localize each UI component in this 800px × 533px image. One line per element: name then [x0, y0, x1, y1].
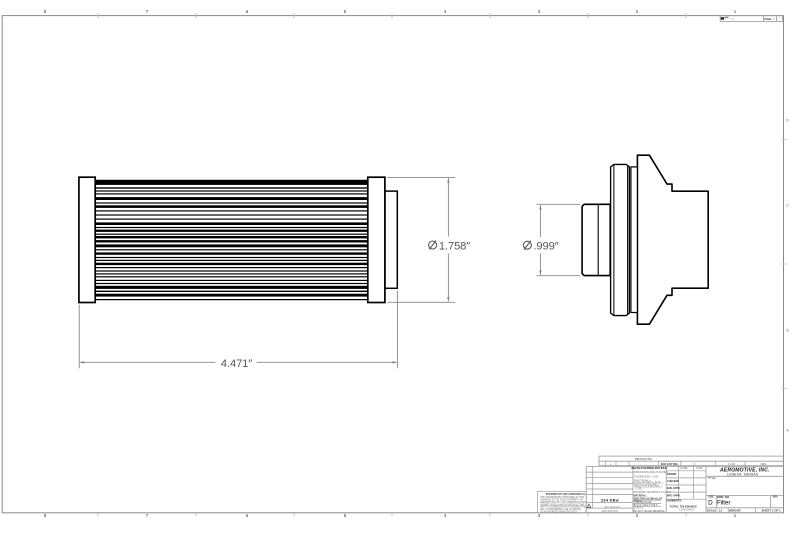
svg-text:WEIGHT:: WEIGHT: — [729, 508, 741, 512]
svg-text:REV: REV — [773, 496, 778, 499]
svg-text:FINISH: FINISH — [634, 501, 642, 504]
svg-text:INTERPRET GEOMETRIC TOL PER:: INTERPRET GEOMETRIC TOL PER: — [634, 492, 672, 494]
svg-text:CLASS 1: CLASS 1 — [634, 507, 645, 510]
svg-text:4: 4 — [444, 513, 447, 518]
svg-text:CHECKED: CHECKED — [667, 480, 679, 483]
svg-text:ENG APPR.: ENG APPR. — [667, 487, 681, 490]
svg-text:234 KBw: 234 KBw — [601, 497, 620, 502]
svg-text:TOLERANCES: ± 1/64: TOLERANCES: ± 1/64 — [634, 475, 659, 478]
svg-text:TO AUTHORIZED PERSONS ONLY.: TO AUTHORIZED PERSONS ONLY. — [540, 511, 578, 514]
svg-text:TOTAL TOLERANCE: TOTAL TOLERANCE — [670, 504, 697, 508]
svg-text:UNLESS OTHERWISE SPECIFIED:: UNLESS OTHERWISE SPECIFIED: — [631, 468, 668, 470]
svg-text:1.758″: 1.758″ — [439, 240, 470, 252]
svg-text:AEROMOTIVE, INC. ANY REPRODUC: AEROMOTIVE, INC. ANY REPRODUCTION — [540, 501, 586, 504]
svg-text:4: 4 — [444, 9, 447, 14]
svg-text:ECO 1247 REL: ECO 1247 REL — [661, 463, 679, 466]
svg-text:1-1-06: 1-1-06 — [728, 463, 736, 466]
svg-text:± .005: ± .005 — [634, 489, 643, 491]
svg-text:2: 2 — [636, 9, 639, 14]
svg-text:PROPRIETARY AND CONFIDENTIAL: PROPRIETARY AND CONFIDENTIAL — [546, 493, 586, 496]
svg-text:FRACTIONAL ±: FRACTIONAL ± — [634, 480, 652, 483]
svg-text:X: X — [694, 464, 696, 466]
svg-text:D: D — [786, 119, 789, 123]
svg-text:MFG APPR.: MFG APPR. — [667, 494, 681, 497]
svg-text:1: 1 — [779, 18, 781, 20]
svg-text:REV PER ECO: REV PER ECO — [604, 506, 620, 509]
svg-text:Filter: Filter — [717, 500, 731, 507]
svg-text:6: 6 — [246, 513, 249, 518]
svg-text:IN PART OR AS A WHOLE WITHOUT: IN PART OR AS A WHOLE WITHOUT THE — [540, 503, 584, 506]
svg-text:DWG: DWG — [761, 463, 767, 466]
svg-text:THREE PLACE DECIMAL ±: THREE PLACE DECIMAL ± — [634, 485, 663, 488]
svg-text:8: 8 — [44, 513, 47, 518]
svg-text:DO NOT SCALE DRAWING: DO NOT SCALE DRAWING — [633, 510, 664, 513]
svg-text:Filter: Filter — [764, 17, 772, 21]
svg-text:COMMENTS:: COMMENTS: — [667, 500, 682, 503]
svg-text:6061-T651 ALUM ALLOY: 6061-T651 ALUM ALLOY — [634, 497, 663, 500]
svg-text:TWO PLACE DECIMAL ±: TWO PLACE DECIMAL ± — [634, 483, 660, 486]
svg-text:SHEET 1 OF 1: SHEET 1 OF 1 — [762, 508, 782, 512]
svg-text:REVISIONS: REVISIONS — [635, 457, 652, 461]
svg-text:SIZE: SIZE — [708, 496, 714, 499]
svg-text:3: 3 — [538, 513, 541, 518]
svg-text:3: 3 — [538, 9, 541, 14]
svg-text:5: 5 — [344, 513, 347, 518]
svg-text:ANGULAR: MACH ± BEND ±: ANGULAR: MACH ± BEND ± — [634, 482, 664, 485]
svg-text:THE INFORMATION CONTAINED IN T: THE INFORMATION CONTAINED IN THIS — [540, 496, 584, 499]
svg-text:ANODIZE: ANODIZE — [641, 501, 652, 504]
svg-text:APPLICATION: APPLICATION — [601, 510, 618, 513]
svg-text:NAME: NAME — [681, 467, 688, 470]
svg-text:5: 5 — [344, 9, 347, 14]
svg-text:d: d — [773, 19, 774, 21]
svg-text:A: A — [610, 463, 612, 466]
svg-text:C: C — [786, 204, 789, 208]
svg-text:LENEXA, KANSAS: LENEXA, KANSAS — [727, 473, 759, 477]
svg-text:1: 1 — [734, 513, 737, 518]
svg-text:DATE: DATE — [696, 467, 703, 470]
svg-text:TITLE:: TITLE: — [707, 476, 716, 480]
svg-text:DRAWN: DRAWN — [667, 473, 676, 476]
svg-text:1: 1 — [734, 9, 737, 14]
svg-text:D: D — [708, 499, 713, 506]
svg-text:BLACK / RED TYPE II: BLACK / RED TYPE II — [634, 504, 658, 507]
svg-text:SCALE: 1:1: SCALE: 1:1 — [707, 508, 723, 512]
svg-text:B: B — [786, 329, 789, 333]
svg-text:MATERIAL: MATERIAL — [634, 495, 647, 498]
svg-text:± 1/64 STACK: ± 1/64 STACK — [679, 509, 694, 512]
svg-text:10105: 10105 — [729, 18, 735, 20]
svg-text:4.471″: 4.471″ — [221, 358, 252, 370]
svg-text:WRITTEN PERMISSION OF AEROMOTI: WRITTEN PERMISSION OF AEROMOTIVE, — [540, 506, 586, 509]
svg-text:2: 2 — [636, 513, 639, 518]
svg-text:DRAWING IS THE SOLE PROPERTY O: DRAWING IS THE SOLE PROPERTY OF — [540, 498, 583, 501]
svg-text:7: 7 — [146, 9, 149, 14]
svg-text:.999″: .999″ — [533, 241, 558, 253]
svg-text:DIMENSIONS ARE IN INCHES: DIMENSIONS ARE IN INCHES — [634, 471, 668, 474]
svg-text:7: 7 — [146, 513, 149, 518]
svg-text:INC. IS PROHIBITED. USE IS LI: INC. IS PROHIBITED. USE IS LIMITED — [540, 509, 581, 511]
svg-text:AEROMOTIVE, INC.: AEROMOTIVE, INC. — [719, 467, 770, 473]
svg-text:1: 1 — [602, 464, 604, 466]
svg-text:6: 6 — [246, 9, 249, 14]
svg-text:DWG. NO.: DWG. NO. — [717, 495, 730, 499]
svg-text:A: A — [786, 429, 789, 433]
svg-text:8: 8 — [44, 9, 47, 14]
